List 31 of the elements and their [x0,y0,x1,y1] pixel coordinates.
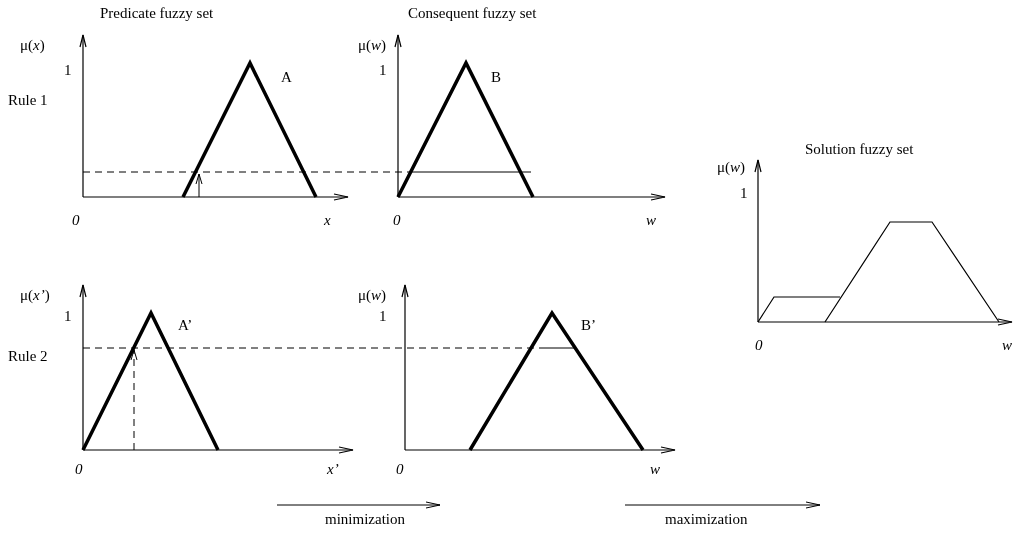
axis-label: μ(w) [358,286,387,304]
axis-label: w [646,211,656,229]
rule-label: Rule 2 [8,347,48,365]
set-name: B [491,68,501,86]
origin-label: 0 [75,460,83,478]
axis-label: μ(w) [358,36,387,54]
chart-title: Consequent fuzzy set [408,4,537,22]
process-label: maximization [665,510,748,528]
tick-label: 1 [379,61,387,79]
axis-label: x’ [327,460,339,478]
tick-label: 1 [740,184,748,202]
set-name: A [281,68,292,86]
tick-label: 1 [379,307,387,325]
axis-label: x [324,211,331,229]
axis-label: w [1002,336,1012,354]
origin-label: 0 [396,460,404,478]
origin-label: 0 [72,211,80,229]
tick-label: 1 [64,307,72,325]
axis-label: μ(x’) [20,286,50,304]
set-name: A’ [178,316,193,334]
chart-title: Predicate fuzzy set [100,4,214,22]
rule-label: Rule 1 [8,91,48,109]
process-label: minimization [325,510,405,528]
set-name: B’ [581,316,596,334]
tick-label: 1 [64,61,72,79]
axis-label: μ(w) [717,158,746,176]
axis-label: w [650,460,660,478]
origin-label: 0 [393,211,401,229]
origin-label: 0 [755,336,763,354]
axis-label: μ(x) [20,36,45,54]
chart-title: Solution fuzzy set [805,140,914,158]
